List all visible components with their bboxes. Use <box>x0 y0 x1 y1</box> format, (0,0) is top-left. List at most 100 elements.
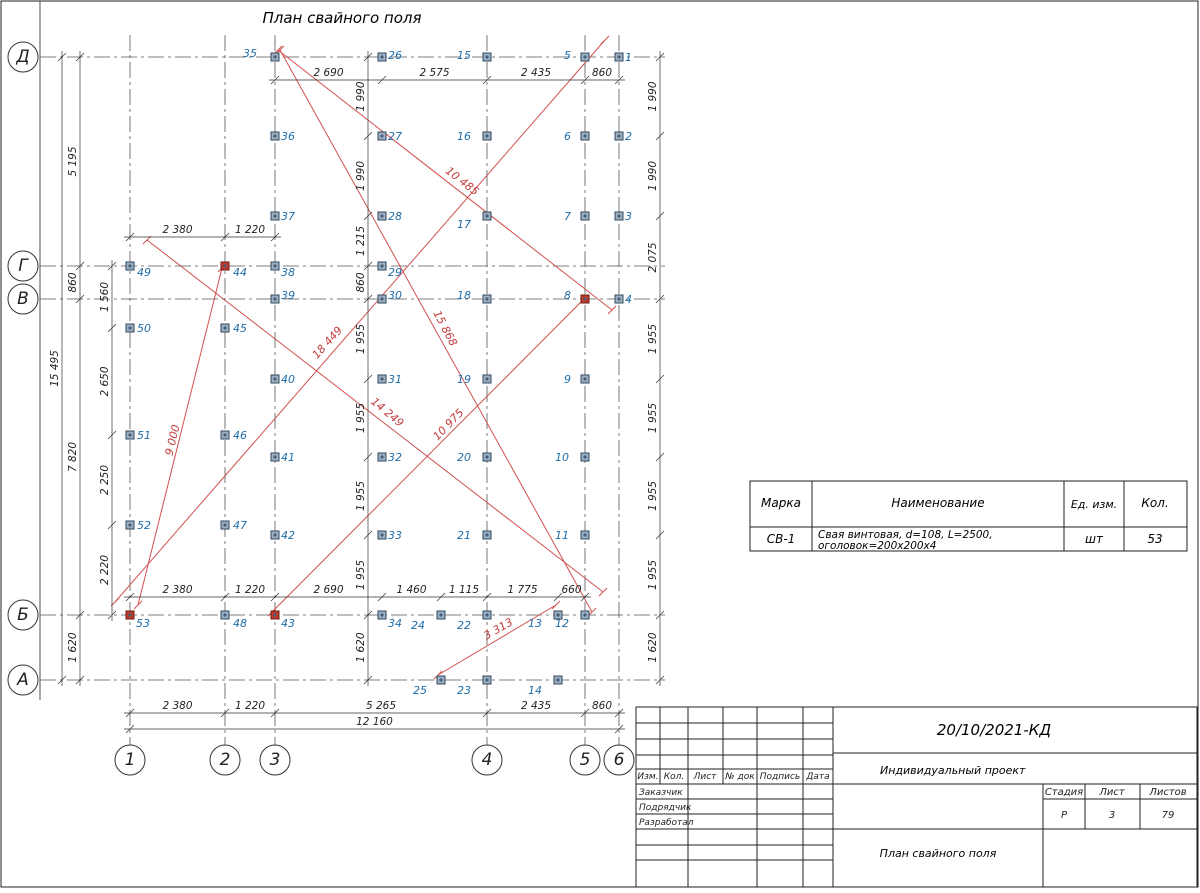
pile-label-31: 31 <box>388 373 402 386</box>
sheets-value: 79 <box>1162 810 1175 821</box>
pile-label-51: 51 <box>137 429 151 442</box>
pile-label-25: 25 <box>413 684 427 697</box>
pile-center-6 <box>583 134 587 138</box>
pile-label-42: 42 <box>281 529 295 542</box>
pile-label-8: 8 <box>564 289 571 302</box>
dim-b-label-0: 2 380 <box>162 584 192 596</box>
dim-left-inner-label-3: 2 220 <box>99 555 111 585</box>
dim-right-label-1: 1 990 <box>647 161 659 191</box>
diagonal-label-3: 14 249 <box>368 395 406 430</box>
dim-bottom1-tick-1 <box>220 708 230 718</box>
dim-right-tick-0 <box>655 52 665 62</box>
pile-center-38 <box>273 264 277 268</box>
axis-bubble-1 <box>7 250 39 282</box>
pile-label-52: 52 <box>137 519 151 532</box>
pile-label-44: 44 <box>233 266 247 279</box>
pile-label-4: 4 <box>625 293 632 306</box>
pile-center-48 <box>223 613 227 617</box>
pile-center-25 <box>439 678 443 682</box>
axis-label-4: А <box>16 670 29 690</box>
stage-value: Р <box>1061 810 1068 821</box>
diagonal-tick-0-1 <box>607 305 617 315</box>
pile-center-16 <box>485 134 489 138</box>
dim-mid-tick-4 <box>363 294 373 304</box>
axis-vlabel-4: 5 <box>580 750 591 770</box>
sheets-header: Листов <box>1148 787 1186 798</box>
pile-label-30: 30 <box>388 289 402 302</box>
pile-label-11: 11 <box>555 529 569 542</box>
dim-mid-tick-8 <box>363 610 373 620</box>
pile-center-51 <box>128 433 132 437</box>
dim-g-tick-0 <box>125 232 135 242</box>
pile-label-13: 13 <box>528 617 542 630</box>
pile-center-27 <box>380 134 384 138</box>
dim-left-inner-tick-3 <box>107 520 117 530</box>
pile-label-5: 5 <box>564 49 571 62</box>
pile-center-8 <box>583 297 587 301</box>
dim-mid-label-1: 1 990 <box>355 161 367 191</box>
axis-vlabel-1: 2 <box>220 750 231 770</box>
dim-right-tick-6 <box>655 530 665 540</box>
axis-vbubble-4 <box>569 744 601 776</box>
pile-center-14 <box>556 678 560 682</box>
axis-vlabel-3: 4 <box>482 750 493 770</box>
dim-left-outer-tick-0 <box>75 52 85 62</box>
pile-label-34: 34 <box>388 617 402 630</box>
dim-right-label-6: 1 955 <box>647 560 659 590</box>
pile-center-36 <box>273 134 277 138</box>
pile-label-20: 20 <box>457 451 471 464</box>
dim-mid-label-8: 1 620 <box>355 632 367 662</box>
dim-left-inner-tick-2 <box>107 430 117 440</box>
dim-bottom1-tick-5 <box>614 708 624 718</box>
pile-center-43 <box>273 613 277 617</box>
stage-header: Стадия <box>1045 787 1083 798</box>
doc-code: 20/10/2021-КД <box>937 721 1052 739</box>
dim-b-label-1: 1 220 <box>235 584 265 596</box>
sheet-name: План свайного поля <box>880 847 997 860</box>
pile-label-27: 27 <box>388 130 402 143</box>
pile-label-23: 23 <box>457 684 471 697</box>
pile-label-26: 26 <box>388 49 402 62</box>
pile-label-29: 29 <box>388 266 402 279</box>
pile-center-29 <box>380 264 384 268</box>
pile-center-17 <box>485 214 489 218</box>
dim-b-tick-0 <box>125 592 135 602</box>
axis-vbubble-1 <box>209 744 241 776</box>
dim-right-tick-3 <box>655 294 665 304</box>
pile-center-23 <box>485 678 489 682</box>
diagonal-tick-3-1 <box>598 587 608 597</box>
pile-label-46: 46 <box>233 429 247 442</box>
title-block: 20/10/2021-КД Индивидуальный проект План… <box>635 706 1198 888</box>
drawing-title: План свайного поля <box>262 9 421 27</box>
diagonal-tick-2-1 <box>600 35 610 45</box>
dim-bottom1-label-4: 860 <box>592 700 612 712</box>
axis-bubble-2 <box>7 283 39 315</box>
dim-b-label-5: 1 775 <box>507 584 537 596</box>
pile-center-53 <box>128 613 132 617</box>
dim-top-tick-0 <box>270 75 280 85</box>
dim-g-label-0: 2 380 <box>162 224 192 236</box>
pile-label-35: 35 <box>243 47 257 60</box>
diagonal-tick-5-0 <box>133 600 143 610</box>
pile-center-3 <box>617 214 621 218</box>
dim-top-label-1: 2 575 <box>419 67 449 79</box>
pile-label-40: 40 <box>281 373 295 386</box>
spec-qty: 53 <box>1147 532 1162 546</box>
diagonal-label-2: 18 449 <box>310 324 345 361</box>
dim-top-tick-4 <box>614 75 624 85</box>
dim-left-inner-label-0: 1 560 <box>99 282 111 312</box>
pile-label-6: 6 <box>564 130 571 143</box>
pile-center-40 <box>273 377 277 381</box>
dim-b-label-6: 660 <box>561 584 581 596</box>
dim-right-label-5: 1 955 <box>647 481 659 511</box>
pile-label-39: 39 <box>281 289 295 302</box>
pile-label-10: 10 <box>555 451 569 464</box>
col-kol: Кол. <box>664 772 685 782</box>
spec-mark: СВ-1 <box>767 532 796 546</box>
pile-label-24: 24 <box>411 619 425 632</box>
dim-left-outer-label-0: 5 195 <box>67 146 79 176</box>
pile-center-46 <box>223 433 227 437</box>
